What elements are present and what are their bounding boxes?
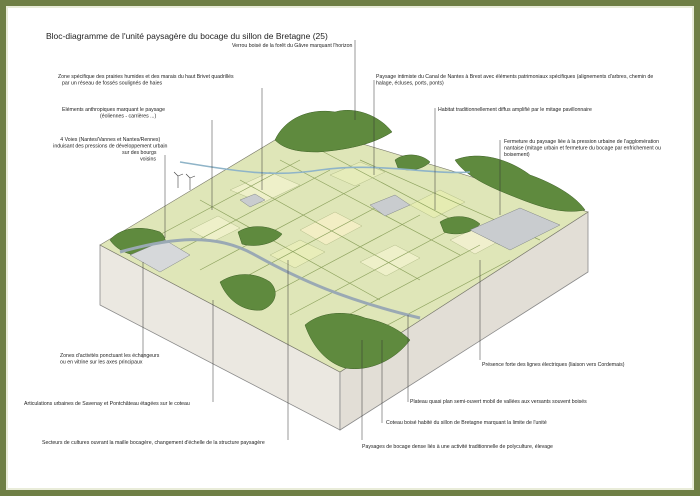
- label-voies: 4 Voies (Nantes/Vannes et Nantes/Rennes)…: [53, 137, 169, 163]
- forest-patch-2: [439, 216, 481, 235]
- forest-right: [454, 155, 586, 212]
- label-habitat: Habitat traditionnellement diffus amplif…: [438, 107, 592, 113]
- label-fermeture: Fermeture du paysage liée à la pression …: [504, 139, 662, 158]
- forest-front: [304, 313, 411, 370]
- hedgerows: [149, 149, 541, 346]
- diagram-title: Bloc-diagramme de l'unité paysagère du b…: [46, 31, 328, 41]
- label-canal: Paysage intimiste du Canal de Nantes à B…: [376, 74, 655, 87]
- annotations: Verrou boisé de la forêt du Gâvre marqua…: [24, 43, 662, 450]
- motorway: [119, 238, 421, 320]
- label-bocage: Paysages de bocage dense liés à une acti…: [362, 444, 553, 450]
- urban-areas: [129, 193, 561, 273]
- forest-gavre: [274, 110, 393, 153]
- label-electriques: Présence forte des lignes électriques (l…: [482, 362, 625, 368]
- label-activites: Zones d'activités ponctuant les échangeu…: [60, 353, 161, 366]
- label-articulations: Articulations urbaines de Savenay et Pon…: [24, 401, 190, 407]
- label-prairies: Zone spécifique des prairies humides et …: [58, 74, 235, 87]
- label-cultures: Secteurs de cultures ouvrant la maille b…: [42, 440, 265, 446]
- canal: [179, 161, 471, 175]
- label-plateau: Plateau quasi plan semi-ouvert mobil de …: [410, 399, 587, 405]
- forest-patch: [237, 226, 283, 246]
- forests: [109, 110, 586, 370]
- wind-turbines-icon: [173, 171, 196, 190]
- label-coteau: Coteau boisé habité du sillon de Bretagn…: [386, 420, 547, 426]
- block-top-surface: [99, 124, 589, 373]
- label-anthropiques: Eléments anthropiques marquant le paysag…: [62, 107, 166, 120]
- forest-mid: [219, 274, 276, 311]
- label-verrou: Verrou boisé de la forêt du Gâvre marqua…: [232, 43, 352, 49]
- leader-lines: [142, 40, 501, 440]
